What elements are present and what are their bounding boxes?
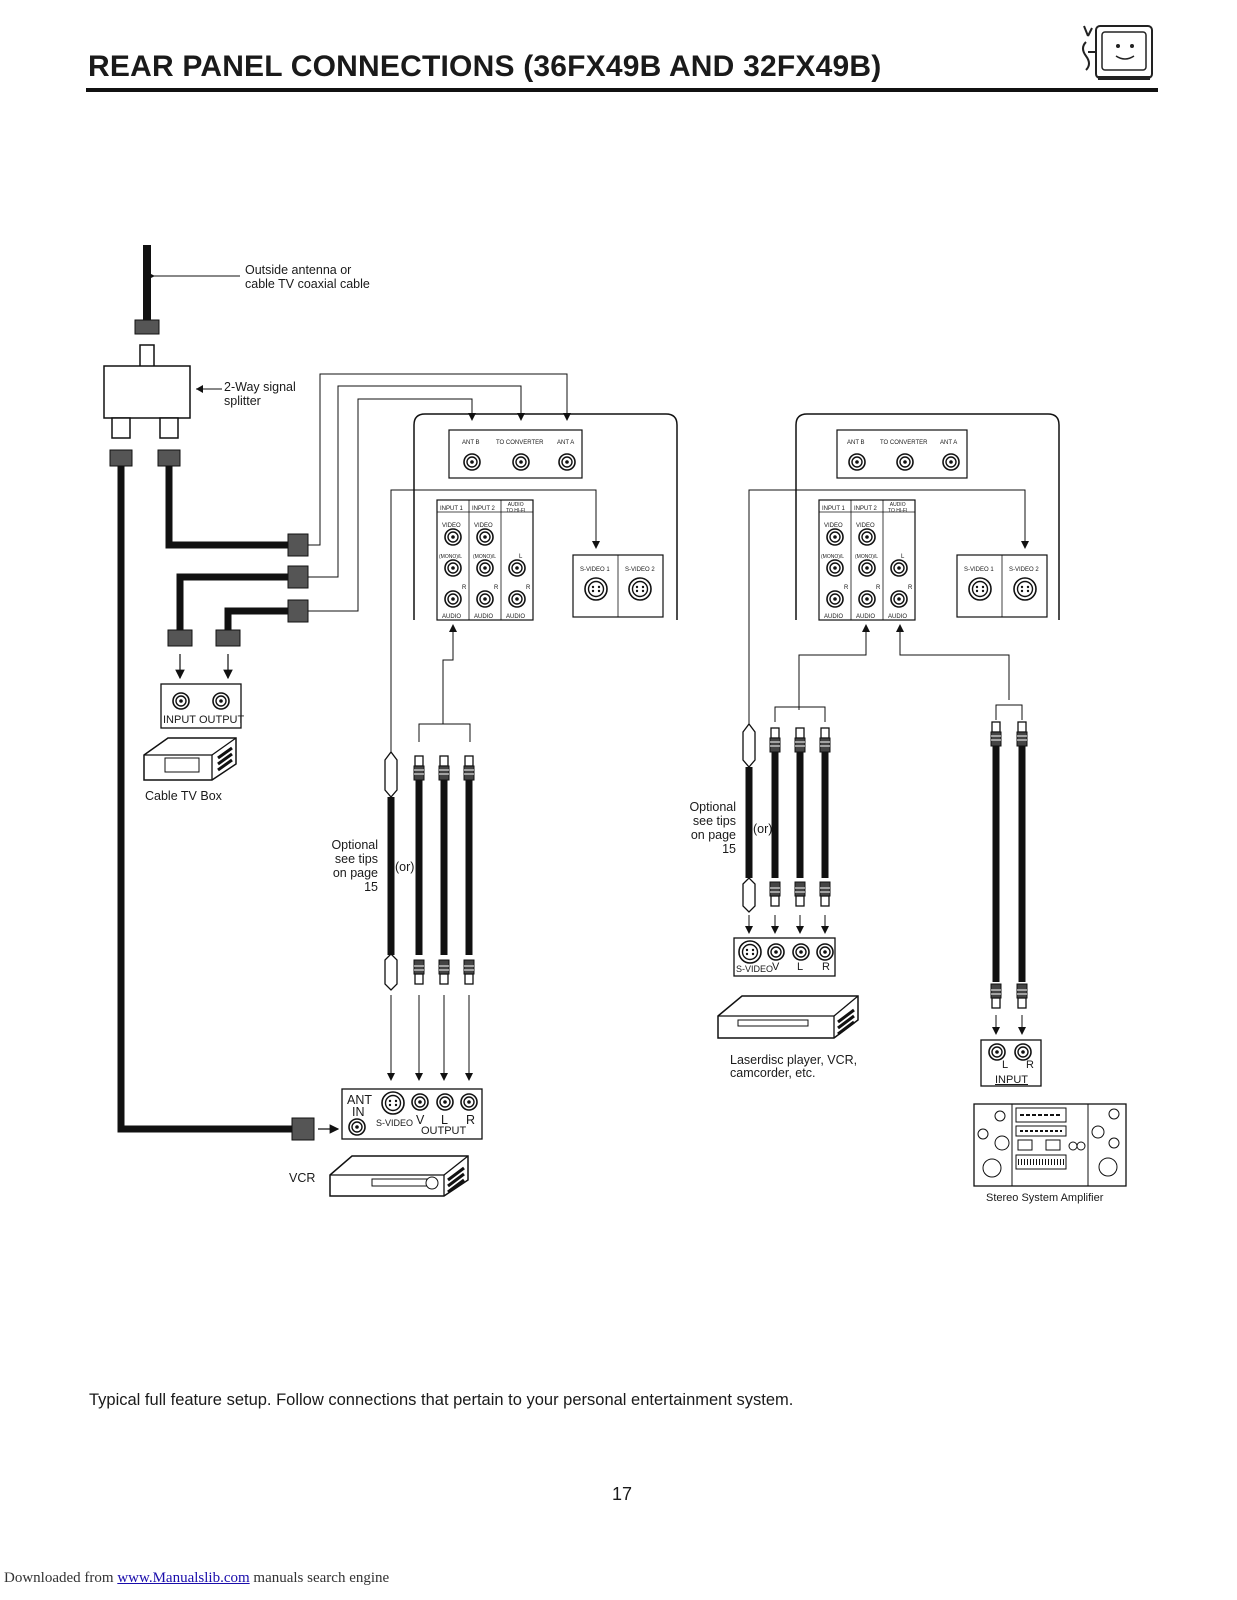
left-video-1: VIDEO: [442, 523, 461, 529]
left-mono-2: (MONO)/L: [473, 554, 497, 560]
right-svideo2: S-VIDEO 2: [1009, 567, 1039, 573]
title-rule: [86, 88, 1158, 92]
right-input1: INPUT 1: [822, 506, 845, 512]
left-ant-b: ANT B: [462, 440, 480, 446]
or-label-left: (or): [395, 860, 415, 874]
left-audio-2: AUDIO: [474, 614, 494, 620]
right-to-converter: TO CONVERTER: [880, 440, 928, 446]
vcr-label: VCR: [289, 1171, 316, 1185]
stereo-amplifier: [973, 1039, 1127, 1187]
left-svideo2: S-VIDEO 2: [625, 567, 655, 573]
left-input2: INPUT 2: [472, 506, 495, 512]
antenna-label-1: Outside antenna or: [245, 263, 352, 277]
right-ant-b: ANT B: [847, 440, 865, 446]
vcr-output-label: OUTPUT: [421, 1125, 467, 1137]
antenna-feed-lines: [308, 373, 571, 612]
antenna-cable: [134, 245, 240, 368]
stereo-amp-label: Stereo System Amplifier: [986, 1192, 1104, 1204]
laserdisc-label-2: camcorder, etc.: [730, 1066, 816, 1080]
left-r-3: R: [526, 585, 531, 591]
laserdisc-player: [717, 937, 859, 1039]
right-ant-a: ANT A: [940, 440, 958, 446]
vcr-r-label: R: [466, 1113, 476, 1127]
vcr-svideo-label: S-VIDEO: [376, 1118, 414, 1128]
left-audio-3: AUDIO: [506, 614, 526, 620]
vcr-device: [329, 1088, 483, 1197]
optional-label-right: Optional see tips on page 15: [689, 800, 736, 856]
amp-input-label: INPUT: [995, 1074, 1028, 1086]
right-r-1: R: [844, 585, 849, 591]
splitter-label-1: 2-Way signal: [224, 380, 296, 394]
coax-splitter-to-tv: [165, 466, 309, 557]
coax-cable-box-loop: [167, 565, 309, 680]
left-ant-a: ANT A: [557, 440, 575, 446]
right-svideo1: S-VIDEO 1: [964, 567, 994, 573]
antenna-label-2: cable TV coaxial cable: [245, 277, 370, 291]
page-title: REAR PANEL CONNECTIONS (36FX49B AND 32FX…: [88, 50, 882, 83]
setup-caption: Typical full feature setup. Follow conne…: [89, 1391, 794, 1409]
tv-panel-right-lines: [748, 489, 1029, 725]
vcr-l-label: L: [441, 1113, 448, 1127]
left-audio-1: AUDIO: [442, 614, 462, 620]
amp-r-label: R: [1026, 1059, 1034, 1071]
ld-v-label: V: [772, 961, 780, 973]
footer-prefix: Downloaded from: [4, 1570, 118, 1586]
left-input1: INPUT 1: [440, 506, 463, 512]
vcr-ant-label: ANT: [347, 1093, 372, 1107]
right-audio-2: AUDIO: [856, 614, 876, 620]
ld-l-label: L: [797, 961, 804, 973]
ld-r-label: R: [822, 961, 830, 973]
right-video-1: VIDEO: [824, 523, 843, 529]
tv-mascot-logo: [1082, 25, 1153, 80]
left-audio-hifi: AUDIO TO HI-FI: [506, 502, 526, 514]
right-r-2: R: [876, 585, 881, 591]
left-svideo1: S-VIDEO 1: [580, 567, 610, 573]
signal-splitter: [103, 365, 222, 467]
cable-box-label: Cable TV Box: [145, 789, 222, 803]
ld-svideo-label: S-VIDEO: [736, 964, 774, 974]
tv-panel-left: [413, 413, 678, 621]
optional-label-left: Optional see tips on page 15: [331, 838, 378, 894]
tv-panel-right: [795, 413, 1060, 621]
left-to-converter: TO CONVERTER: [496, 440, 544, 446]
av-cables-left: [384, 750, 475, 1081]
amp-l-label: L: [1002, 1059, 1009, 1071]
right-l: L: [901, 554, 905, 560]
cable-box-input-label: INPUT: [163, 714, 196, 726]
cable-box-output-label: OUTPUT: [199, 714, 245, 726]
right-audio-3: AUDIO: [888, 614, 908, 620]
footer-suffix: manuals search engine: [249, 1570, 390, 1586]
manualslib-link[interactable]: www.Manualslib.com: [117, 1570, 250, 1586]
page-number: 17: [612, 1484, 633, 1504]
left-l: L: [519, 554, 523, 560]
right-input2: INPUT 2: [854, 506, 877, 512]
audio-cables-amp: [990, 721, 1028, 1035]
tv-panel-left-lines: [390, 489, 600, 755]
right-video-2: VIDEO: [856, 523, 875, 529]
right-mono-1: (MONO)/L: [821, 554, 845, 560]
or-label-right: (or): [753, 822, 773, 836]
right-mono-2: (MONO)/L: [855, 554, 879, 560]
laserdisc-label-1: Laserdisc player, VCR,: [730, 1053, 858, 1067]
coax-to-vcr: [117, 466, 340, 1141]
left-r-2: R: [494, 585, 499, 591]
vcr-v-label: V: [416, 1113, 425, 1127]
left-video-2: VIDEO: [474, 523, 493, 529]
cable-tv-box: [143, 683, 242, 781]
left-mono-1: (MONO)/L: [439, 554, 463, 560]
vcr-in-label: IN: [352, 1105, 365, 1119]
left-r-1: R: [462, 585, 467, 591]
av-cables-right: [742, 722, 831, 934]
download-footer: Downloaded from www.Manualslib.com manua…: [4, 1570, 389, 1587]
right-audio-1: AUDIO: [824, 614, 844, 620]
splitter-label-2: splitter: [224, 394, 261, 408]
right-r-3: R: [908, 585, 913, 591]
right-audio-hifi: AUDIO TO HI-FI: [888, 502, 908, 514]
